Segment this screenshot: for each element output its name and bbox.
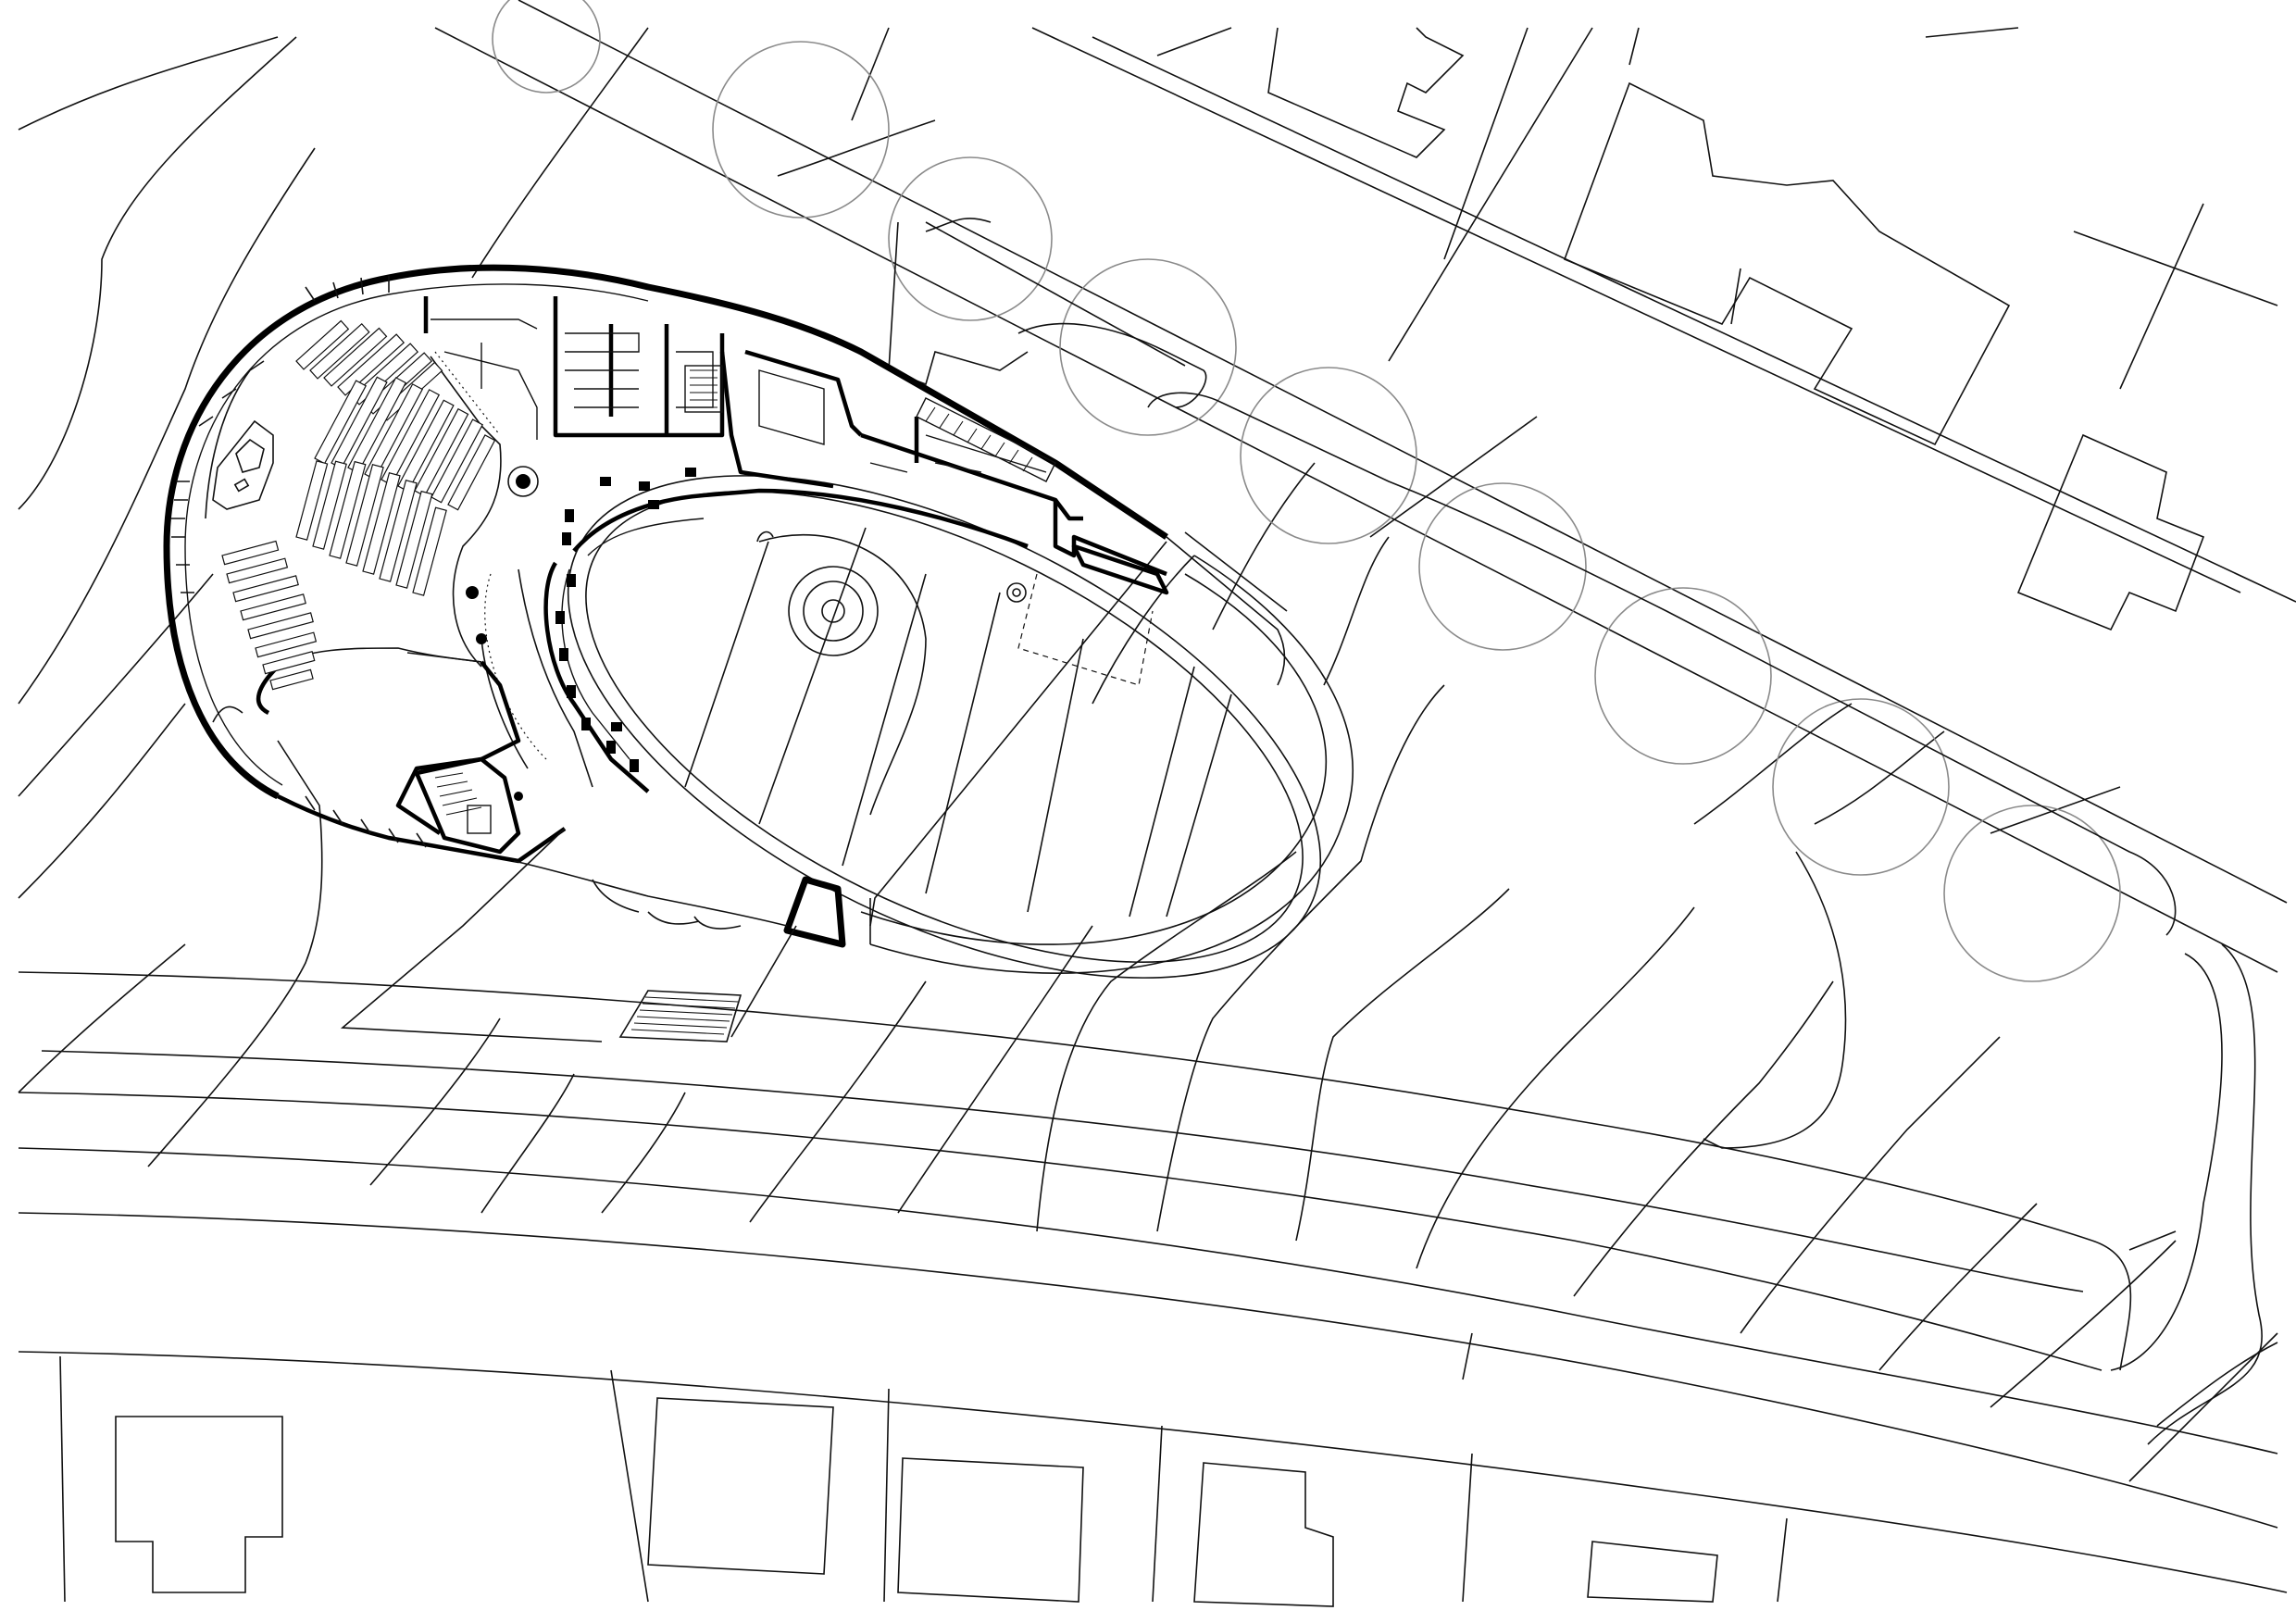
outer-shell-wall [163, 264, 1168, 800]
altar-platform [205, 369, 274, 519]
entrance-porch [340, 828, 871, 1042]
tree-5 [1240, 367, 1417, 544]
perimeter-windows [171, 276, 742, 930]
stair-top [684, 365, 723, 413]
corridor-columns [555, 468, 696, 772]
entrance-steps [618, 990, 742, 1042]
tree-4 [1059, 258, 1237, 436]
pews-block-bottom [221, 540, 318, 691]
street-lines [18, 0, 2296, 1593]
parking-bays [888, 218, 2177, 936]
tree-1 [492, 0, 601, 94]
tree-6 [1418, 482, 1587, 651]
terrain-contour-lines [147, 416, 2278, 1482]
neighbouring-buildings-north [1267, 27, 2278, 631]
courtyard-spiral-feature [756, 531, 1154, 816]
pews-block-center [314, 376, 496, 511]
pews-block-upper [295, 319, 443, 421]
courtyard-paving-lines [684, 527, 1232, 918]
street-trees [492, 0, 2121, 982]
tree-2 [712, 41, 890, 218]
church-building [163, 264, 1354, 1042]
courtyard-oval-outer [567, 475, 1322, 979]
ramp-top-right [916, 397, 1056, 482]
interior-rooms [423, 296, 1169, 595]
tree-8 [1772, 698, 1950, 876]
nave [205, 319, 539, 835]
pews-block-lower [295, 460, 447, 596]
stair-lower [414, 756, 521, 855]
neighbouring-buildings-south [59, 1355, 1788, 1607]
tree-3 [888, 156, 1053, 321]
tree-7 [1594, 587, 1772, 765]
courtyard-oval-inner [585, 491, 1304, 963]
tree-9 [1943, 805, 2121, 982]
